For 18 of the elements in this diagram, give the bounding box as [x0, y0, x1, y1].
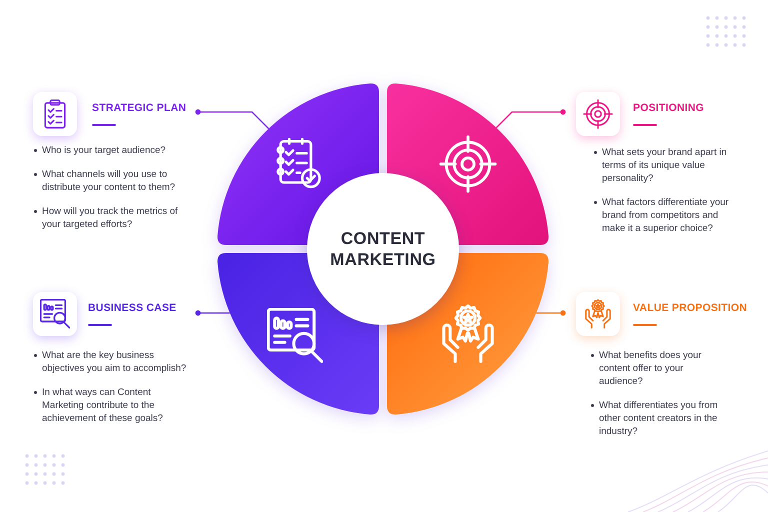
section-heading: BUSINESS CASE: [88, 302, 176, 314]
bullet-point: What benefits does your content offer to your audience?: [590, 349, 724, 388]
section-heading: VALUE PROPOSITION: [633, 302, 748, 314]
leader-line: [195, 310, 230, 316]
bullet-point: What are the key business objectives you aim to accomplish?: [33, 349, 190, 375]
leader-line: [195, 109, 270, 130]
bullet-point: What sets your brand apart in terms of its unique value personality?: [593, 146, 737, 185]
bullet-point: What channels will you use to distribute your content to them?: [33, 168, 190, 194]
bullet-point: In what ways can Content Marketing contribute to the achievement of these goals?: [33, 386, 190, 425]
leader-line: [496, 109, 566, 128]
bullet-point: What factors differentiate your brand from competitors and make it a superior choice?: [593, 196, 737, 235]
bullet-point: Who is your target audience?: [33, 144, 190, 157]
bullet-point: What differentiates you from other content creators in the industry?: [590, 399, 724, 438]
section-heading: POSITIONING: [633, 102, 704, 114]
hub-title: CONTENT MARKETING: [329, 228, 437, 270]
section-heading: STRATEGIC PLAN: [92, 102, 186, 114]
leader-line: [536, 310, 566, 316]
bullet-point: How will you track the metrics of your targeted efforts?: [33, 205, 190, 231]
